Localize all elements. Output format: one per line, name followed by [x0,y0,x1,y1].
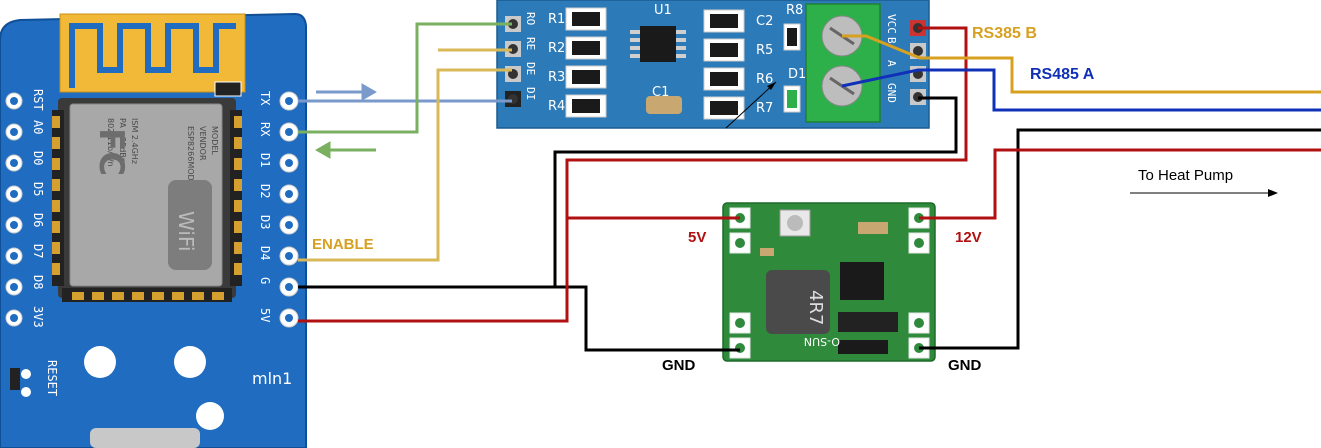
rs485-pin-label: RO [524,12,537,25]
module-text-line: ISM 2.4GHz [130,118,139,164]
svg-text:WiFi: WiFi [174,211,198,252]
module-text-line: 802.11b/g/n [106,118,115,167]
board-text: O-SUN [804,335,840,348]
module-text-line: PA +25dBm [118,118,127,166]
wire-gnd-esp [298,285,740,352]
enable-label: ENABLE [312,236,374,253]
esp-pin-label: A0 [31,120,45,134]
wire-gnd-heatpump [919,128,1321,350]
esp-pin-label: D0 [31,151,45,165]
rs485-component-label: R7 [756,101,773,116]
rs485-component-label: R5 [756,43,773,58]
rs485-component-label: C2 [756,14,773,29]
wire-enable [298,68,512,262]
5v-label: 5V [688,229,707,246]
wires [298,22,1321,352]
rs485-component-label: D1 [788,67,806,82]
esp-pin-label: RST [31,89,45,111]
rs485-pin-label: DE [524,62,537,75]
buck-ic [840,262,884,300]
rs485-pin-label: DI [524,87,537,100]
wire-12v-heatpump [919,148,1321,220]
rs485-pin-label: A [885,60,898,67]
esp-pin-label: RX [258,122,272,137]
brand-label: mln1 [252,369,292,388]
buck-module: 4R7 O-SUN [722,202,936,362]
esp-pin-label: D6 [31,213,45,227]
wire-rs485-a [841,68,1321,112]
rs485-pin-label: GND [885,83,898,103]
inductor-text: 4R7 [805,290,826,325]
esp-pin-label: D4 [258,246,272,260]
wire-5v-rs485 [565,26,968,218]
rs485-component-label: R6 [756,72,773,87]
rs485-b-label: RS385 B [972,25,1037,42]
gnd-right-label: GND [948,357,982,374]
12v-label: 12V [955,229,982,246]
rs485-pin-label: B [885,37,898,44]
reset-label: RESET [45,360,59,396]
rs485-pin-label: RE [524,37,537,50]
rs485-component-label: R4 [548,99,565,114]
wire-gnd-rs485 [553,96,958,287]
rx-arrow-icon [314,141,376,159]
rs485-a-label: RS485 A [1030,66,1095,83]
esp-pin-label: D7 [31,244,45,258]
heat-pump-arrow-icon [1130,189,1278,197]
rs485-pin-b [913,46,923,56]
esp-pin-label: 5V [258,308,272,322]
rs485-component-label: R1 [548,12,565,27]
rs485-component-label: R8 [786,3,803,18]
module-text-line: VENDOR [198,126,207,161]
wire-rs485-b [842,34,1321,94]
rs485-pin-label: VCC [885,14,898,34]
esp-pin-label: TX [258,91,272,106]
c1-capacitor [646,96,682,114]
tx-arrow-icon [316,83,378,101]
rs485-pin-ro [508,19,518,29]
rs485-component-label: U1 [654,3,672,18]
wire-5v-esp [298,216,740,323]
rs485-component-label: R2 [548,41,565,56]
gnd-left-label: GND [662,357,696,374]
rs485-component-label: R3 [548,70,565,85]
esp-pin-label: D3 [258,215,272,229]
fc-logo-icon: FC [91,128,131,176]
esp-pin-label: D8 [31,275,45,289]
esp-pin-label: D2 [258,184,272,198]
inductor [766,270,830,334]
heat-pump-label: To Heat Pump [1138,167,1234,184]
esp-pin-label: D5 [31,182,45,196]
module-text-line: ESP8266MOD [186,126,195,181]
esp-pin-label: 3V3 [31,306,45,328]
module-text-line: MODEL [210,126,219,155]
u1-chip [640,26,676,62]
wire-rx [298,22,512,134]
wifi-logo-icon [168,180,212,270]
esp-pin-label: G [258,277,272,284]
esp-pin-label: D1 [258,153,272,167]
